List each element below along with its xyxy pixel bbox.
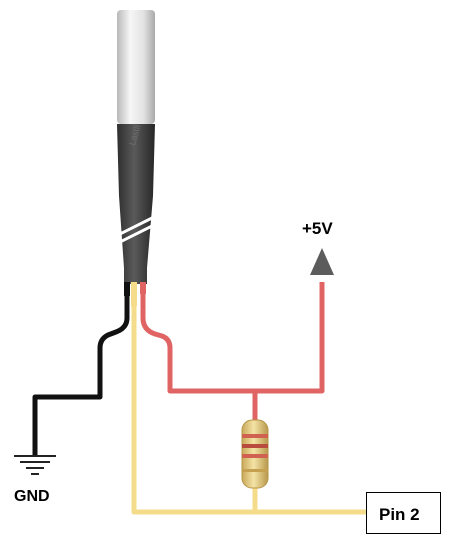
vcc-wire xyxy=(140,282,325,394)
black-stub xyxy=(124,282,130,296)
pin-box xyxy=(366,492,441,534)
ground-label: GND xyxy=(14,488,50,505)
data-wire xyxy=(131,305,366,515)
red-stub xyxy=(140,282,146,294)
supply-label: +5V xyxy=(302,219,333,238)
probe-cable xyxy=(117,124,155,284)
ground-icon xyxy=(14,455,56,475)
cable-break xyxy=(111,210,165,248)
pin-label: Pin 2 xyxy=(379,505,420,524)
yellow-stub xyxy=(131,282,137,306)
supply-arrow-icon xyxy=(310,248,334,275)
probe-tip xyxy=(117,10,155,124)
ground-wire xyxy=(32,290,130,455)
resistor xyxy=(241,419,269,489)
